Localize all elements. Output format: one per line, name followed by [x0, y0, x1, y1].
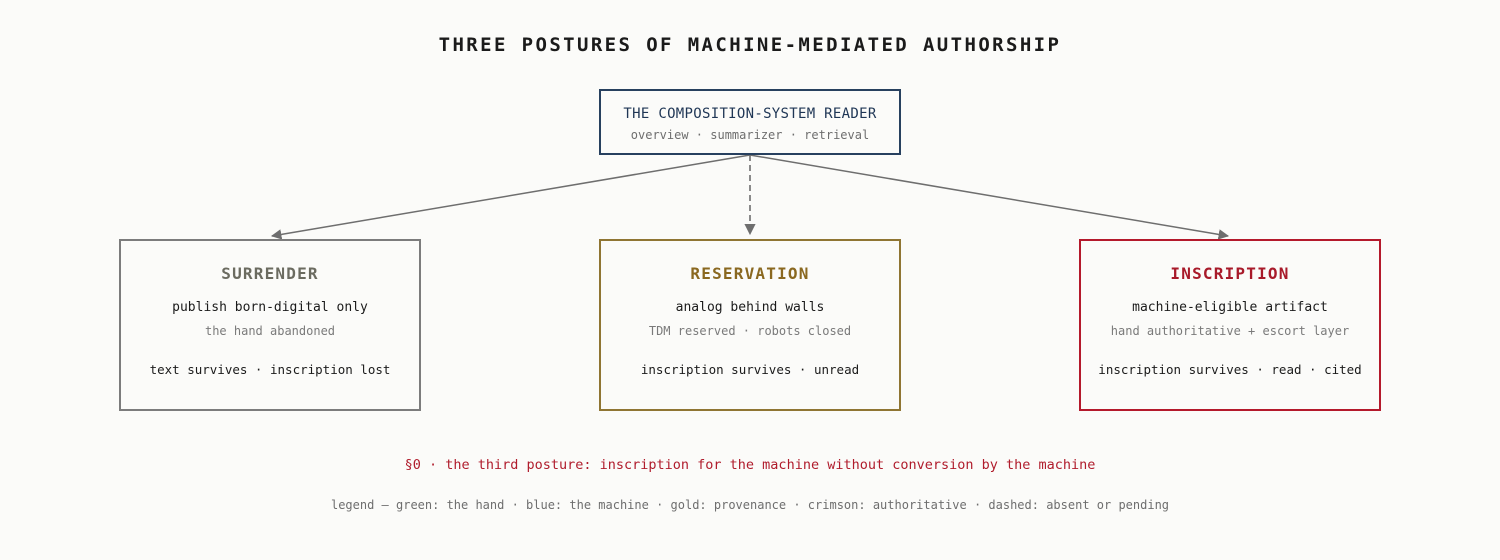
diagram-title: THREE POSTURES OF MACHINE-MEDIATED AUTHO… [438, 34, 1062, 56]
posture-action: publish born-digital only [172, 300, 368, 315]
reader-title: THE COMPOSITION-SYSTEM READER [623, 106, 877, 122]
posture-outcome: text survives · inscription lost [149, 362, 391, 377]
posture-node-reservation: RESERVATION analog behind walls TDM rese… [599, 239, 901, 411]
posture-node-surrender: SURRENDER publish born-digital only the … [119, 239, 421, 411]
posture-outcome: inscription survives · unread [640, 362, 860, 377]
arrow-to-surrender [270, 154, 751, 240]
posture-action: machine-eligible artifact [1132, 300, 1328, 315]
reader-node: THE COMPOSITION-SYSTEM READER overview ·… [599, 89, 901, 155]
posture-detail: hand authoritative + escort layer [1110, 324, 1350, 338]
posture-outcome: inscription survives · read · cited [1098, 362, 1362, 377]
posture-name: SURRENDER [221, 264, 319, 283]
posture-name: INSCRIPTION [1170, 264, 1290, 283]
legend: legend — green: the hand · blue: the mac… [330, 498, 1170, 512]
thesis-statement: §0 · the third posture: inscription for … [404, 457, 1096, 473]
posture-name: RESERVATION [690, 264, 810, 283]
reader-subtitle: overview · summarizer · retrieval [630, 128, 870, 142]
posture-node-inscription: INSCRIPTION machine-eligible artifact ha… [1079, 239, 1381, 411]
posture-detail: TDM reserved · robots closed [648, 324, 852, 338]
posture-action: analog behind walls [675, 300, 825, 315]
posture-detail: the hand abandoned [204, 324, 336, 338]
arrow-to-inscription [749, 154, 1230, 240]
